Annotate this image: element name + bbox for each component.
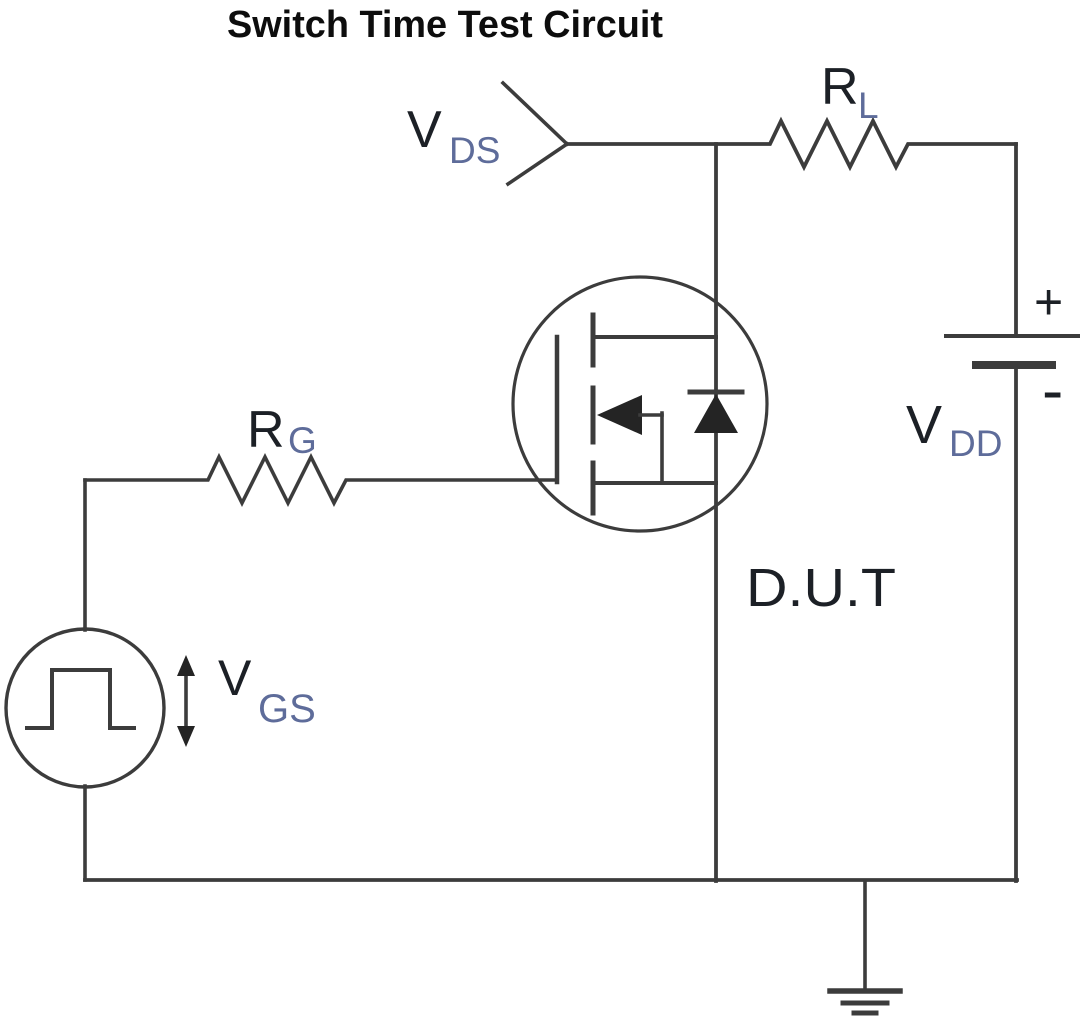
mosfet-body-circle [511, 275, 769, 533]
ground-symbol [827, 988, 903, 1016]
rg-subscript: G [288, 420, 317, 461]
pulse-waveform-icon [25, 668, 136, 730]
mosfet-substrate-arrow-icon [597, 395, 642, 435]
wires [83, 116, 1019, 992]
body-diode-triangle-icon [694, 394, 738, 433]
vds-probe: V DS [407, 80, 570, 187]
load-resistor-label: R L [821, 58, 879, 126]
diagram-title: Switch Time Test Circuit [227, 4, 663, 46]
vdd-subscript: DD [949, 423, 1002, 464]
dut-label: D.U.T [746, 558, 896, 618]
double-arrow-down-icon [177, 726, 195, 747]
dc-supply-vdd: + - V DD [906, 274, 1080, 464]
minus-sign: - [1042, 354, 1063, 426]
gate-resistor-label: R G [247, 401, 317, 461]
mosfet-dut: D.U.T [511, 275, 896, 618]
vdd-label: V [906, 395, 942, 455]
drain-supply-wire [565, 116, 1018, 172]
plus-sign: + [1034, 274, 1063, 330]
vds-label: V [407, 101, 442, 159]
vgs-label: V [218, 650, 252, 706]
probe-arm-lower [505, 141, 570, 187]
rl-subscript: L [858, 85, 879, 126]
double-arrow-up-icon [177, 655, 195, 676]
rl-label: R [821, 58, 859, 116]
pulse-source-circle [4, 627, 166, 789]
vds-subscript: DS [449, 130, 500, 171]
gate-wire [83, 452, 559, 508]
vgs-subscript: GS [258, 687, 316, 731]
probe-arm-upper [500, 80, 570, 147]
pulse-source-vgs: V GS [4, 627, 316, 789]
rg-label: R [247, 401, 285, 459]
